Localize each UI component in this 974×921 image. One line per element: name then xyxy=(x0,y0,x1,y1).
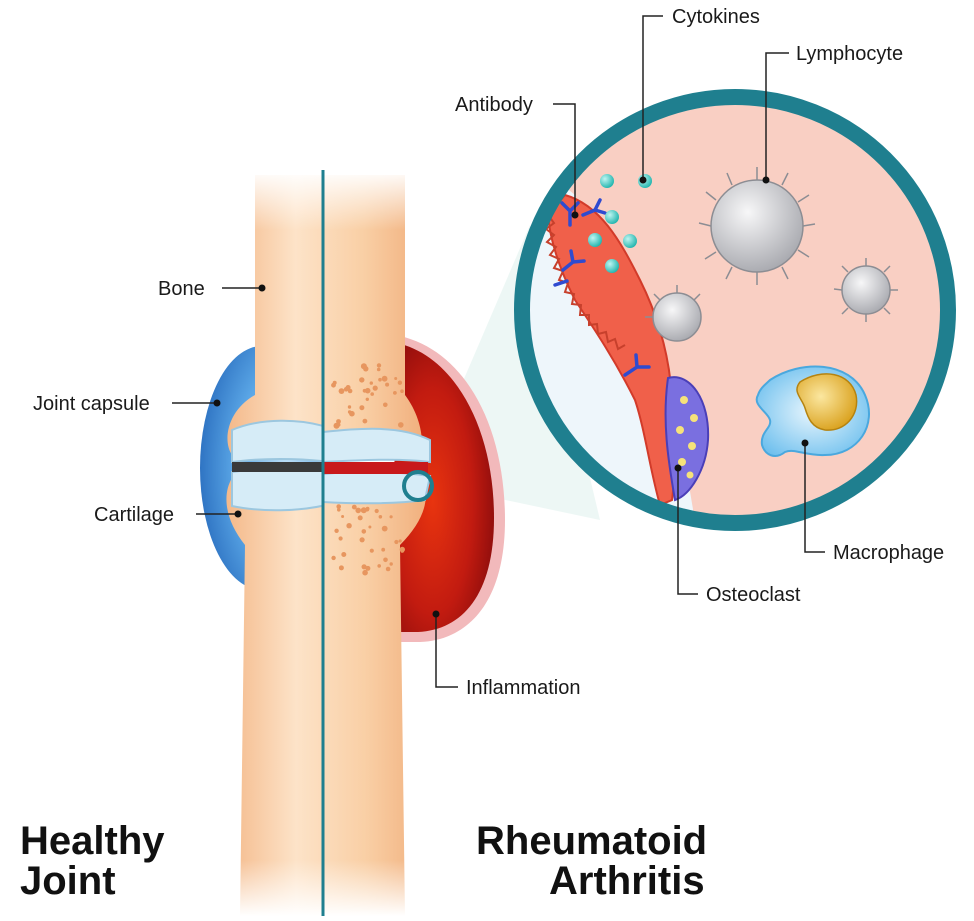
erosion-dot xyxy=(385,383,389,387)
erosion-dot xyxy=(399,539,402,542)
cytokine-particle xyxy=(623,234,637,248)
erosion-dot xyxy=(331,556,335,560)
erosion-dot xyxy=(400,389,404,393)
erosion-dot xyxy=(363,389,367,393)
cartilage-damaged xyxy=(323,429,430,504)
label-cartilage: Cartilage xyxy=(94,505,174,525)
label-osteoclast: Osteoclast xyxy=(706,585,800,605)
label-bone: Bone xyxy=(158,279,205,299)
erosion-dot xyxy=(368,526,371,529)
erosion-dot xyxy=(398,422,404,428)
erosion-dot xyxy=(398,381,402,385)
label-antibody: Antibody xyxy=(455,95,533,115)
erosion-dot xyxy=(362,564,367,569)
erosion-dot xyxy=(362,529,367,534)
erosion-dot xyxy=(375,509,379,513)
erosion-dot xyxy=(394,377,397,380)
erosion-dot xyxy=(394,540,398,544)
erosion-dot xyxy=(339,536,343,540)
erosion-dot xyxy=(377,368,381,372)
erosion-dot xyxy=(346,523,351,528)
erosion-dot xyxy=(358,515,363,520)
erosion-dot xyxy=(346,385,351,390)
cytokine-particle xyxy=(600,174,614,188)
erosion-dot xyxy=(339,388,345,394)
cytokine-particle xyxy=(588,233,602,247)
erosion-dot xyxy=(377,564,381,568)
label-joint-capsule: Joint capsule xyxy=(33,394,150,414)
erosion-dot xyxy=(334,529,338,533)
erosion-dot xyxy=(382,526,388,532)
label-inflammation: Inflammation xyxy=(466,678,581,698)
label-lymphocyte: Lymphocyte xyxy=(796,44,903,64)
erosion-dot xyxy=(370,392,374,396)
erosion-dot xyxy=(361,507,367,513)
erosion-dot xyxy=(337,508,341,512)
erosion-dot xyxy=(348,405,351,408)
erosion-dot xyxy=(349,411,355,417)
erosion-dot xyxy=(382,376,388,382)
erosion-dot xyxy=(393,391,397,395)
erosion-dot xyxy=(386,567,391,572)
cartilage-healthy xyxy=(232,421,330,511)
erosion-dot xyxy=(383,558,388,563)
erosion-dot xyxy=(362,570,368,576)
label-macrophage: Macrophage xyxy=(833,543,944,563)
title-ra-line1: Rheumatoid xyxy=(476,821,707,861)
erosion-dot xyxy=(381,548,385,552)
title-healthy-line2: Joint xyxy=(20,861,116,901)
title-ra-line2: Arthritis xyxy=(549,861,705,901)
erosion-dot xyxy=(363,419,368,424)
erosion-dot xyxy=(363,366,368,371)
erosion-dot xyxy=(331,383,336,388)
erosion-dot xyxy=(341,552,346,557)
erosion-dot xyxy=(359,377,364,382)
erosion-dot xyxy=(360,537,365,542)
cytokine-particle xyxy=(605,210,619,224)
erosion-dot xyxy=(401,549,404,552)
title-healthy-line1: Healthy xyxy=(20,821,165,861)
erosion-dot xyxy=(378,378,382,382)
label-cytokines: Cytokines xyxy=(672,7,760,27)
erosion-dot xyxy=(359,405,364,410)
erosion-dot xyxy=(379,515,383,519)
erosion-dot xyxy=(390,515,393,518)
erosion-dot xyxy=(366,398,369,401)
erosion-dot xyxy=(339,565,344,570)
erosion-dot xyxy=(352,505,357,510)
cytokine-particle xyxy=(605,259,619,273)
erosion-dot xyxy=(341,515,344,518)
erosion-dot xyxy=(370,549,374,553)
erosion-dot xyxy=(337,423,341,427)
erosion-dot xyxy=(377,363,381,367)
erosion-dot xyxy=(370,381,373,384)
erosion-dot xyxy=(373,386,378,391)
erosion-dot xyxy=(390,562,393,565)
erosion-dot xyxy=(383,403,388,408)
